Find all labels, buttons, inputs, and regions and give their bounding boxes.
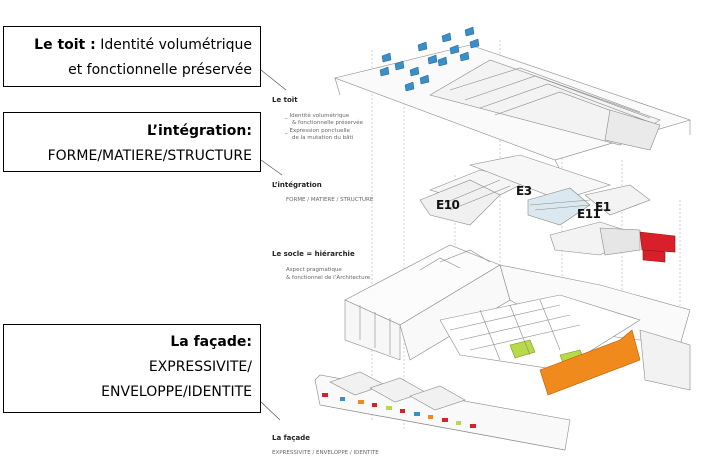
toit-heading: Le toit xyxy=(272,96,298,104)
toit-text-line3: _ Expression ponctuelle xyxy=(285,128,350,134)
callout-toit-line1: Le toit : Identité volumétrique xyxy=(12,33,252,58)
toit-text-line2: & fonctionnelle préservée xyxy=(292,120,363,126)
callout-facade-title: La façade: xyxy=(170,334,252,350)
skylights xyxy=(379,26,480,92)
callout-facade-text2: ENVELOPPE/IDENTITE xyxy=(101,384,252,400)
integration-heading: L’intégration xyxy=(272,181,322,189)
callout-integration: L’intégration: FORME/MATIERE/STRUCTURE xyxy=(3,112,261,172)
socle-layer xyxy=(344,244,691,396)
facade-subtext: EXPRESSIVITE / ENVELOPPE / IDENTITE xyxy=(272,450,379,456)
callout-facade-text1: EXPRESSIVITE/ xyxy=(148,359,252,375)
callout-toit-text2: et fonctionnelle préservée xyxy=(68,62,252,78)
building-tag-e3: E3 xyxy=(516,184,532,198)
callout-toit-title: Le toit : xyxy=(34,37,96,53)
callout-le-toit: Le toit : Identité volumétrique et fonct… xyxy=(3,26,261,87)
socle-text-line2: & fonctionnel de l’Architecture xyxy=(286,275,371,281)
callout-integration-text: FORME/MATIERE/STRUCTURE xyxy=(47,148,252,164)
integration-subtext: FORME / MATIERE / STRUCTURE xyxy=(286,197,374,203)
socle-heading: Le socle = hiérarchie xyxy=(272,250,355,258)
callout-integration-title: L’intégration: xyxy=(146,123,252,139)
toit-text-line4: de la mutation du bâti xyxy=(292,135,354,141)
facade-color-strip xyxy=(322,393,476,428)
building-tag-e11: E11 xyxy=(577,207,601,221)
socle-text-line1: Aspect pragmatique xyxy=(286,267,342,273)
integration-layer xyxy=(419,154,676,263)
facade-layer xyxy=(314,371,571,451)
toit-text-line1: _ Identité volumétrique xyxy=(285,113,350,119)
facade-heading: La façade xyxy=(272,434,311,442)
roof-layer xyxy=(333,44,691,171)
callout-toit-text1: Identité volumétrique xyxy=(100,37,252,53)
leader-lines xyxy=(260,69,287,421)
building-tag-e10: E10 xyxy=(436,198,460,212)
callout-la-facade: La façade: EXPRESSIVITE/ ENVELOPPE/IDENT… xyxy=(3,324,261,413)
building-tag-e1: E1 xyxy=(595,200,611,214)
